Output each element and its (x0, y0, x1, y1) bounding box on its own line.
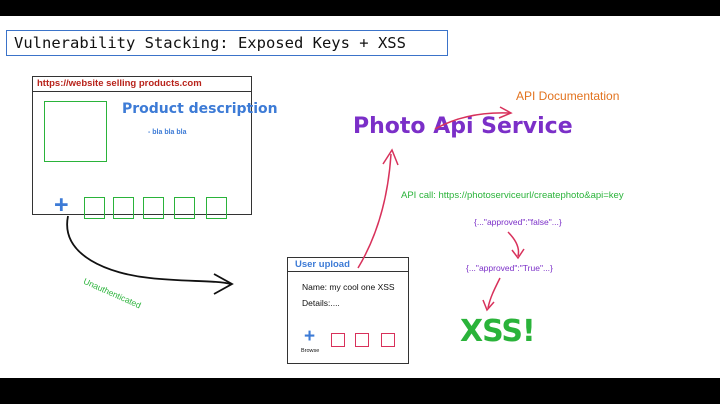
arrowhead (482, 299, 495, 312)
thumbnail-slot (174, 197, 195, 219)
upload-thumbnail-slot (381, 333, 395, 347)
product-image-placeholder (44, 101, 107, 162)
user-upload-window: User upload Name: my cool one XSS Detail… (287, 257, 409, 364)
browse-label[interactable]: Browse (301, 348, 320, 354)
upload-thumbnail-slot (331, 333, 345, 347)
arrow-false-to-true (507, 231, 520, 257)
plus-icon[interactable]: + (304, 326, 316, 347)
api-call-label: API call: https://photoserviceurl/create… (401, 190, 624, 201)
thumbnail-slot (206, 197, 227, 219)
json-approved-true: {..."approved":"True"...} (466, 263, 553, 273)
xss-label: XSS! (460, 314, 536, 349)
website-url: https://website selling products.com (33, 77, 251, 92)
diagram-title: Vulnerability Stacking: Exposed Keys + X… (6, 30, 448, 56)
thumbnail-slot (84, 197, 105, 219)
plus-icon[interactable]: + (54, 191, 69, 219)
thumbnail-slot (113, 197, 134, 219)
arrow-api-to-docs (434, 112, 511, 130)
user-upload-header: User upload (288, 258, 408, 272)
diagram-canvas: Vulnerability Stacking: Exposed Keys + X… (0, 16, 720, 378)
arrowhead (382, 148, 399, 166)
arrows-layer (66, 106, 525, 312)
arrowhead (511, 248, 525, 260)
arrowhead (498, 106, 513, 119)
upload-name-line: Name: my cool one XSS (302, 282, 395, 292)
arrow-website-to-upload (66, 215, 232, 285)
arrowhead (213, 273, 234, 295)
arrow-upload-to-api (357, 153, 392, 269)
thumbnail-slot (143, 197, 164, 219)
product-title: Product description (122, 101, 278, 117)
api-documentation: API Documentation (516, 89, 620, 103)
website-window: https://website selling products.com Pro… (32, 76, 278, 219)
arrow-true-to-xss (487, 277, 501, 309)
upload-thumbnail-slot (355, 333, 369, 347)
json-approved-false: {..."approved":"false"...} (474, 217, 562, 227)
upload-details-line: Details:.... (302, 298, 340, 308)
product-text: - bla bla bla (148, 129, 187, 136)
